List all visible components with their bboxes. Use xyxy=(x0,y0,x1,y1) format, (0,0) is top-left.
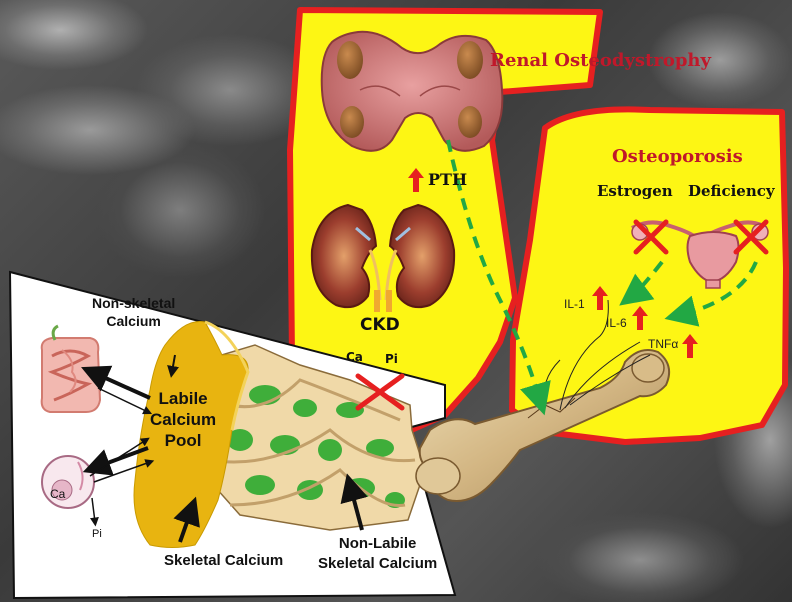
pth-label: PTH xyxy=(428,170,467,189)
renal-pi-label: Pi xyxy=(385,352,398,366)
panel-ca-label: Ca xyxy=(50,487,65,501)
estrogen-label: Estrogen xyxy=(597,182,673,200)
il6-label: IL-6 xyxy=(606,316,627,330)
intestine-illustration xyxy=(42,326,100,412)
deficiency-label: Deficiency xyxy=(688,182,775,200)
non-labile-skeletal-calcium-label: Non-Labile Skeletal Calcium xyxy=(318,534,437,574)
non-skeletal-calcium-label: Non-skeletal Calcium xyxy=(92,294,175,330)
tnf-alpha-label: TNFα xyxy=(648,337,678,351)
il1-label: IL-1 xyxy=(564,297,585,311)
renal-osteodystrophy-title: Renal Osteodystrophy xyxy=(490,50,711,71)
panel-pi-label: Pi xyxy=(92,528,102,540)
ckd-label: CKD xyxy=(360,315,400,335)
labile-calcium-pool-label: Labile Calcium Pool xyxy=(150,388,216,451)
skeletal-calcium-label: Skeletal Calcium xyxy=(164,552,283,569)
renal-ca-label: Ca xyxy=(346,350,363,364)
osteoporosis-title: Osteoporosis xyxy=(612,146,743,167)
